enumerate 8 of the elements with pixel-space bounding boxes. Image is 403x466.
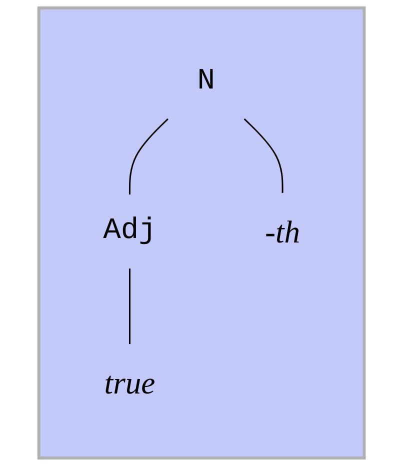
node-text: true — [104, 364, 156, 400]
node-text: N — [197, 64, 215, 98]
node-text: Adj — [102, 214, 156, 248]
connector — [244, 118, 284, 194]
connector — [128, 118, 168, 194]
connector — [128, 268, 130, 344]
node-text: -th — [264, 214, 300, 250]
cluster — [37, 6, 366, 460]
